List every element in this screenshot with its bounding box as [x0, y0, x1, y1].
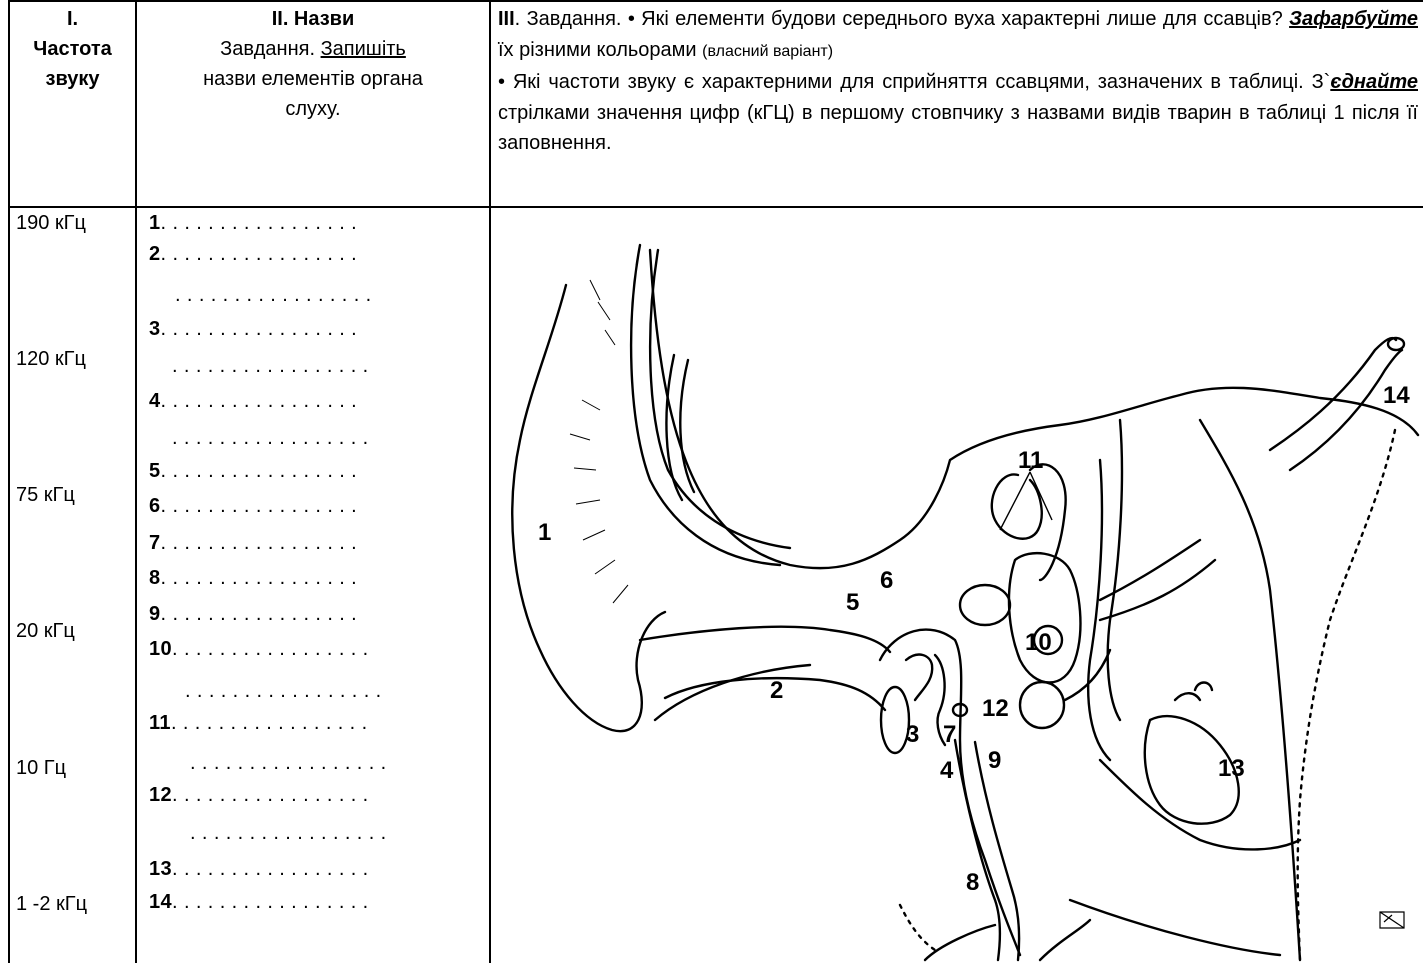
- answer-line-2[interactable]: 2. . . . . . . . . . . . . . . . .: [149, 243, 357, 266]
- task-note: (власний варіант): [702, 43, 833, 60]
- skull-contour: [650, 250, 1418, 568]
- tympanic-membrane: [881, 687, 909, 753]
- answer-line-12[interactable]: 12. . . . . . . . . . . . . . . . .: [149, 784, 369, 807]
- task-color-word: Зафарбуйте: [1289, 8, 1418, 30]
- frequency-190: 190 кГц: [16, 212, 86, 235]
- diagram-label-5: 5: [846, 589, 859, 616]
- diagram-label-10: 10: [1025, 629, 1052, 656]
- header-frequency: І. Частота звуку: [10, 4, 135, 94]
- header-names-title: ІІ. Назви: [137, 4, 489, 34]
- task-part3: • Які частоти звуку є характерними для с…: [498, 71, 1330, 93]
- diagram-label-7: 7: [943, 721, 956, 748]
- diagram-label-3: 3: [906, 721, 919, 748]
- answer-line-3-cont[interactable]: . . . . . . . . . . . . . . . . .: [172, 355, 369, 378]
- semicircular-canal-b: [1030, 464, 1066, 580]
- answer-line-3[interactable]: 3. . . . . . . . . . . . . . . . .: [149, 318, 357, 341]
- answer-line-1[interactable]: 1. . . . . . . . . . . . . . . . .: [149, 212, 357, 235]
- answer-line-6[interactable]: 6. . . . . . . . . . . . . . . . .: [149, 495, 357, 518]
- diagram-label-9: 9: [988, 747, 1001, 774]
- header-task: ІІІ. Завдання. • Які елементи будови сер…: [498, 4, 1418, 159]
- task-part2: їх різними кольорами: [498, 39, 702, 61]
- border-left: [8, 0, 10, 963]
- header-sound-word: звуку: [10, 64, 135, 94]
- task-roman-3: ІІІ: [498, 8, 515, 30]
- header-names: ІІ. Назви Завдання. Запишіть назви елеме…: [137, 4, 489, 124]
- answer-line-2-cont[interactable]: . . . . . . . . . . . . . . . . .: [175, 284, 372, 307]
- diagram-label-8: 8: [966, 869, 979, 896]
- header-names-task-line3: слуху.: [137, 94, 489, 124]
- answer-line-14[interactable]: 14. . . . . . . . . . . . . . . . .: [149, 891, 369, 914]
- signature-mark: [1380, 912, 1404, 928]
- task-connect-word: єднайте: [1330, 71, 1418, 93]
- diagram-label-6: 6: [880, 567, 893, 594]
- diagram-label-1: 1: [538, 519, 551, 546]
- diagram-label-4: 4: [940, 757, 954, 784]
- diagram-label-11: 11: [1018, 447, 1043, 474]
- auricle-inner-fold-2: [650, 250, 790, 548]
- task-prefix: Завдання.: [220, 38, 315, 60]
- answer-line-13[interactable]: 13. . . . . . . . . . . . . . . . .: [149, 858, 369, 881]
- answer-line-7[interactable]: 7. . . . . . . . . . . . . . . . .: [149, 532, 357, 555]
- diagram-label-2: 2: [770, 677, 783, 704]
- task-write-word: Запишіть: [321, 38, 406, 60]
- diagram-label-13: 13: [1218, 755, 1245, 782]
- answer-line-11[interactable]: 11. . . . . . . . . . . . . . . . .: [149, 712, 368, 735]
- task-part4: стрілками значення цифр (кГЦ) в першому …: [498, 102, 1418, 155]
- auricle-outline: [512, 285, 665, 731]
- ossicle-malleus: [906, 655, 932, 700]
- answer-line-9[interactable]: 9. . . . . . . . . . . . . . . . .: [149, 603, 357, 626]
- task-part1: . Завдання. • Які елементи будови середн…: [515, 8, 1289, 30]
- header-names-task: Завдання. Запишіть: [137, 34, 489, 64]
- frequency-10: 10 Гц: [16, 757, 66, 780]
- frequency-1-2: 1 -2 кГц: [16, 893, 87, 916]
- label-11-pointers: [1000, 472, 1052, 530]
- answer-line-8[interactable]: 8. . . . . . . . . . . . . . . . .: [149, 567, 357, 590]
- header-frequency-word: Частота: [10, 34, 135, 64]
- answer-line-4-cont[interactable]: . . . . . . . . . . . . . . . . .: [172, 427, 369, 450]
- answer-line-10[interactable]: 10. . . . . . . . . . . . . . . . .: [149, 638, 369, 661]
- semicircular-canal-a: [992, 474, 1042, 538]
- ear-canal-top: [640, 627, 890, 652]
- answer-line-5[interactable]: 5. . . . . . . . . . . . . . . . .: [149, 460, 357, 483]
- frequency-20: 20 кГц: [16, 620, 75, 643]
- round-window: [1020, 682, 1064, 728]
- border-top: [8, 0, 1423, 2]
- diagram-label-14: 14: [1383, 382, 1410, 409]
- answer-line-10-cont[interactable]: . . . . . . . . . . . . . . . . .: [185, 680, 382, 703]
- auditory-nerve: [1088, 460, 1110, 760]
- diagram-label-12: 12: [982, 695, 1009, 722]
- answer-line-11-cont[interactable]: . . . . . . . . . . . . . . . . .: [190, 752, 387, 775]
- answer-line-12-cont[interactable]: . . . . . . . . . . . . . . . . .: [190, 822, 387, 845]
- semicircular-canal-c: [960, 585, 1010, 625]
- ear-hair-hatching: [570, 280, 628, 603]
- answer-line-4[interactable]: 4. . . . . . . . . . . . . . . . .: [149, 390, 357, 413]
- header-names-task-line2: назви елементів органа: [137, 64, 489, 94]
- header-roman-1: І.: [10, 4, 135, 34]
- cochlea-outline: [1009, 553, 1080, 682]
- head-back-contour: [1298, 430, 1395, 960]
- ear-anatomy-diagram: 1 2 3 4 5 6 7 8 9 10 11 12 13 14: [491, 208, 1423, 963]
- border-col1: [135, 0, 137, 963]
- frequency-120: 120 кГц: [16, 348, 86, 371]
- frequency-75: 75 кГц: [16, 484, 75, 507]
